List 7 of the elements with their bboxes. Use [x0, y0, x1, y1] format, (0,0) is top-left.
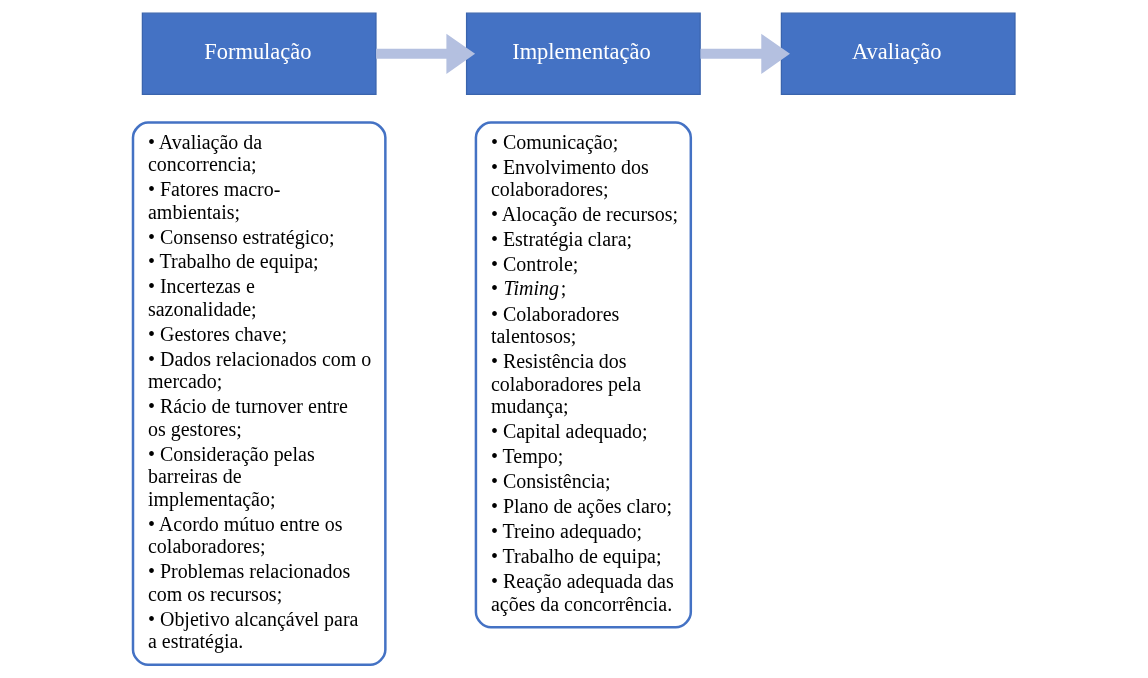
node-box: Avaliação	[780, 12, 1016, 96]
node-box: Implementação	[465, 12, 701, 96]
arrow	[700, 33, 790, 74]
arrow	[376, 33, 476, 74]
node-box: • Comunicação; • Envolvimento dos colaboradores; • Alocação de recursos; • Estratégia clara; • Controle; • Timing; • Colaboradores talentosos; • Resistência dos colaboradores pela mudança; • Capital adequado; • Tempo; • Consistência; • Plano de ações claro; • Treino adequado; • Trabalho de equipa; • Reação adequada das ações da concorrência.	[474, 121, 693, 629]
node-box: Formulação	[141, 12, 377, 96]
node-box: • Avaliação da concorrencia; • Fatores macro-ambientais; • Consenso estratégico; • Trabalho de equipa; • Incertezas e sazonalidade; • Gestores chave; • Dados relacionados com o mercado; • Rácio de turnover entre os gestores; • Consideração pelas barreiras de implementação; • Acordo mútuo entre os colaboradores; • Problemas relacionados com os recursos; • Objetivo alcançável para a estratégia.	[131, 121, 387, 666]
